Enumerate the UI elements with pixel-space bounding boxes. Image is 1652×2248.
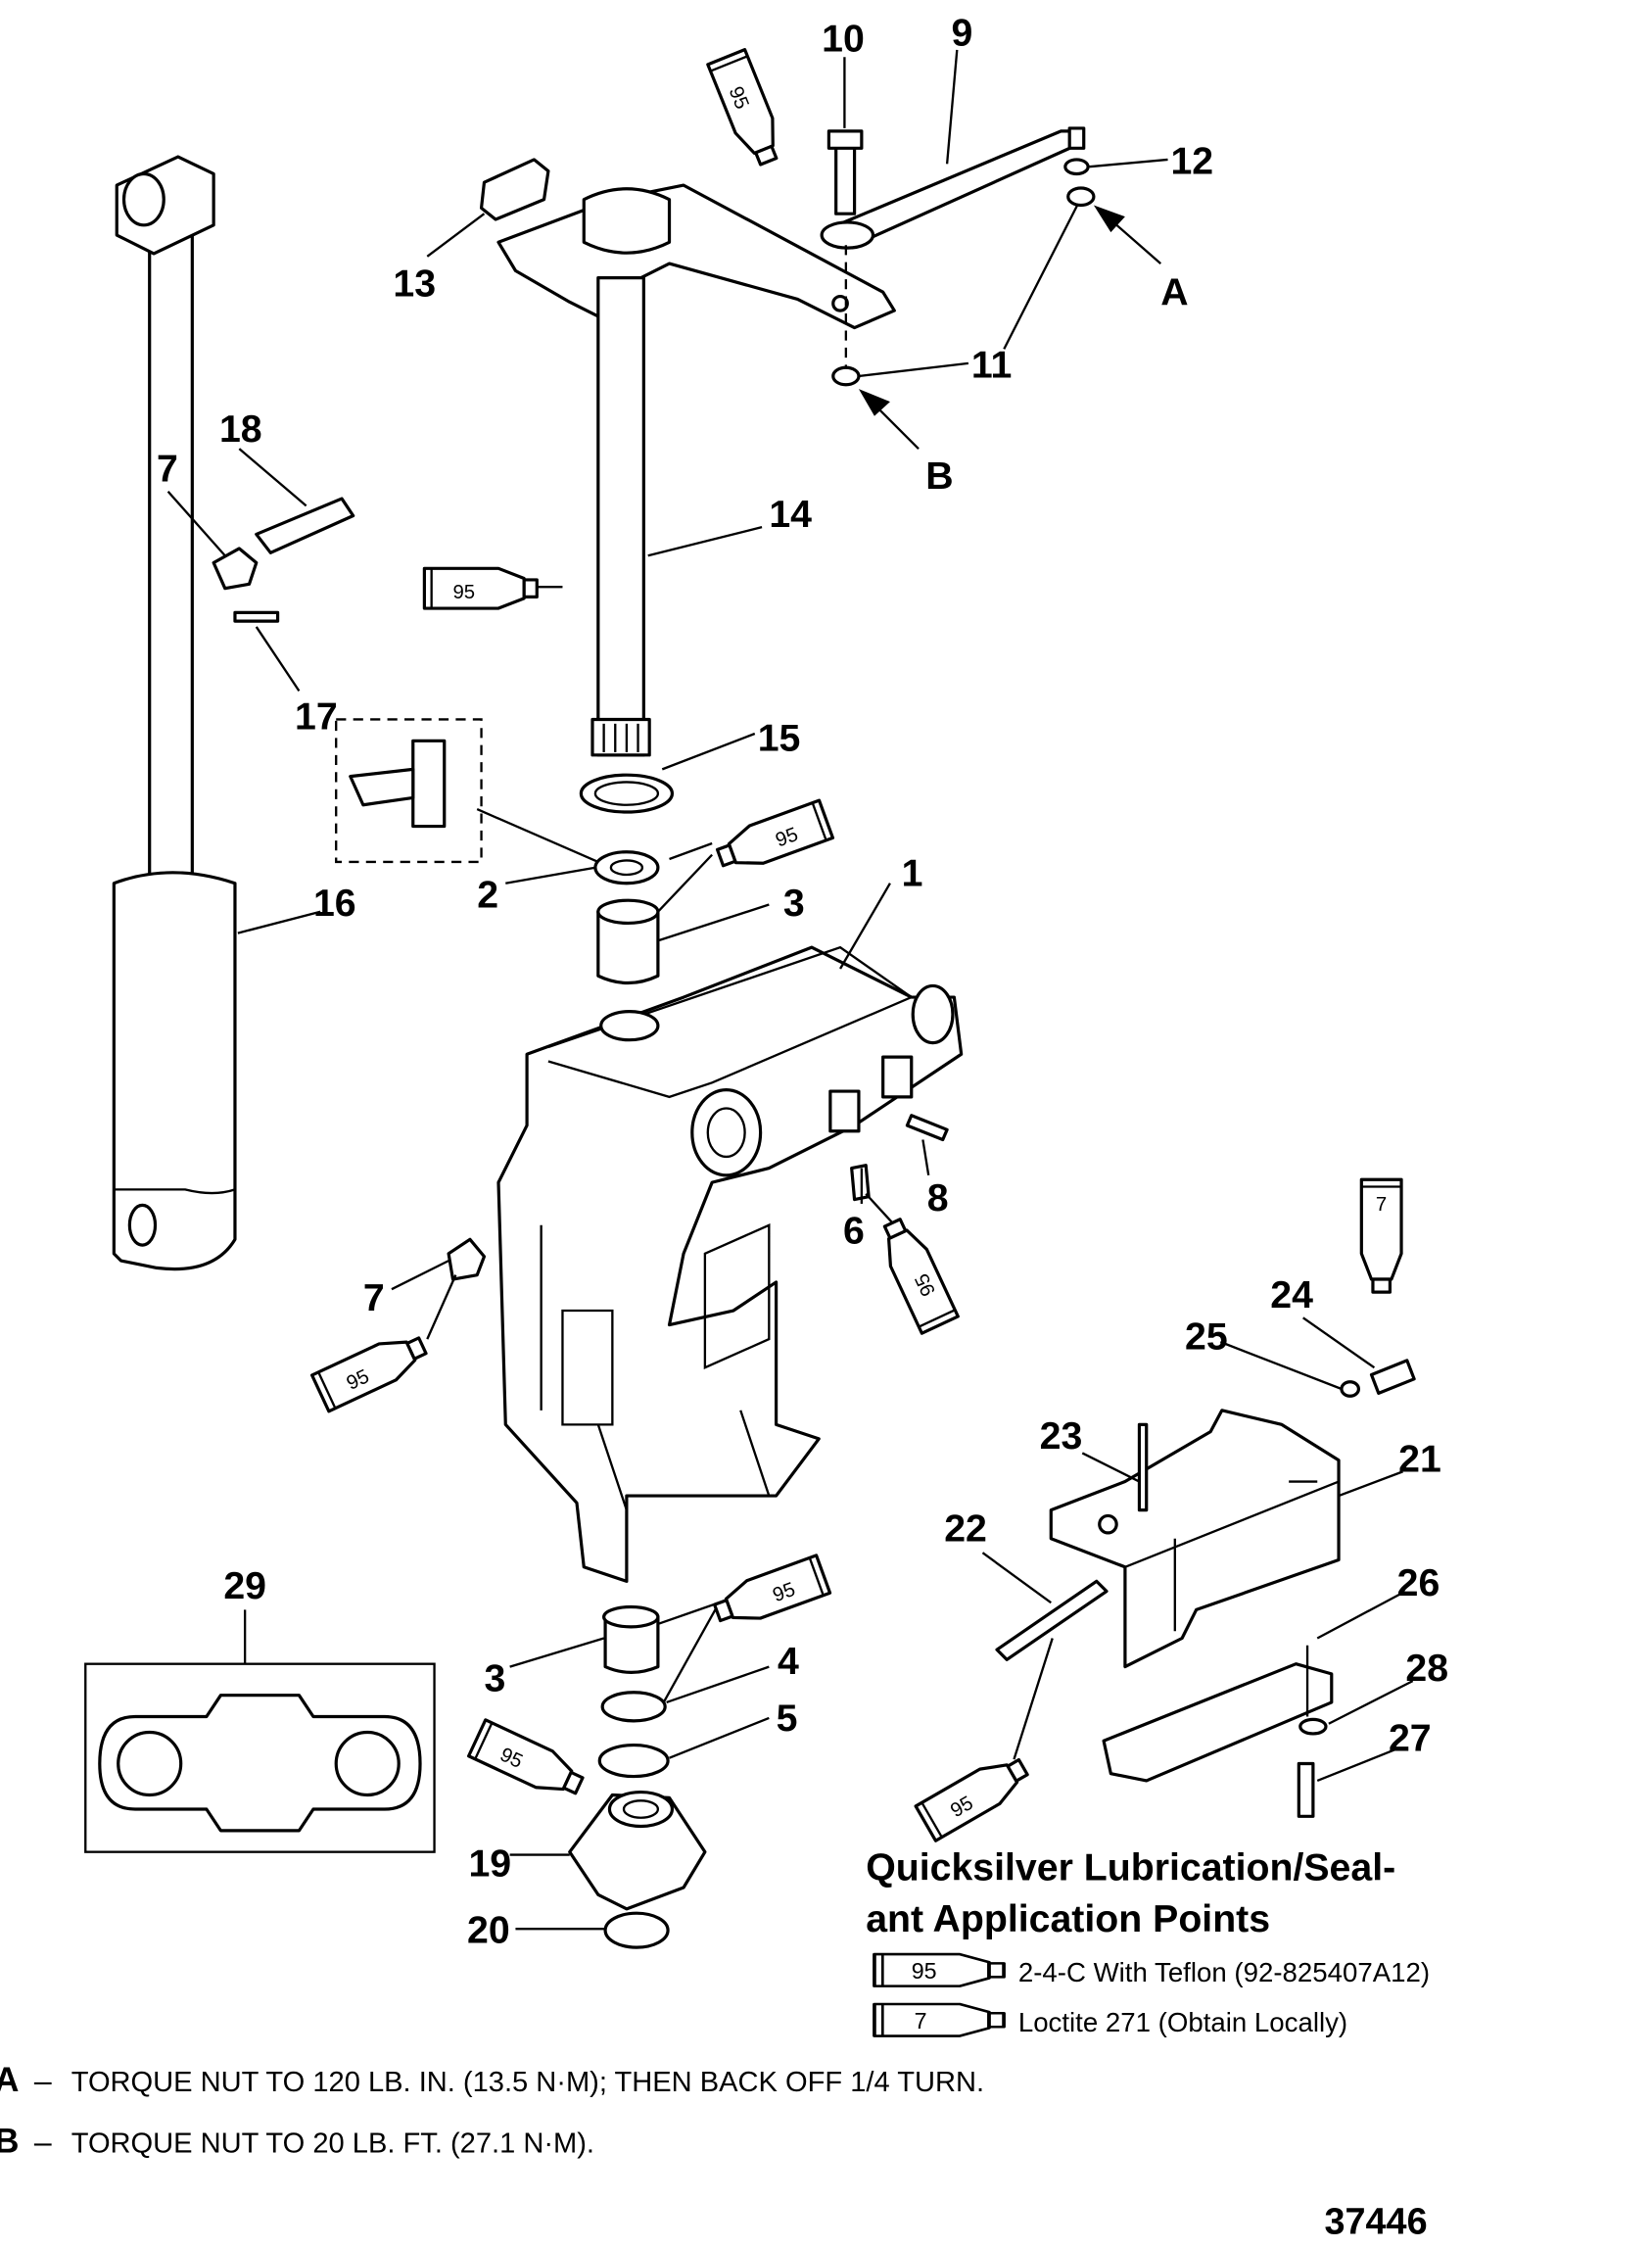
callout-12: 12 (1170, 139, 1213, 182)
arrow-a (1093, 205, 1162, 264)
callout-20: 20 (467, 1909, 510, 1952)
part-3-bushing-lower (603, 1615, 660, 1675)
part-29-gasket (84, 1662, 436, 1853)
note-b-text: TORQUE NUT TO 20 LB. FT. (27.1 N·M). (71, 2128, 594, 2160)
notes: A – TORQUE NUT TO 120 LB. IN. (13.5 N·M)… (0, 2061, 984, 2161)
part-22-pin (995, 1579, 1109, 1661)
note-a-text: TORQUE NUT TO 120 LB. IN. (13.5 N·M); TH… (71, 2067, 984, 2098)
part-28-washer (1298, 1717, 1328, 1736)
callout-26: 26 (1397, 1561, 1440, 1604)
callout-15: 15 (758, 716, 801, 759)
part-8-screw (905, 1114, 949, 1142)
callout-18: 18 (219, 407, 262, 451)
sealant-tube-icon (873, 2002, 1006, 2038)
svg-text:7: 7 (1376, 1194, 1387, 1216)
callout-28: 28 (1405, 1647, 1448, 1690)
part-5 (597, 1743, 670, 1779)
callout-21: 21 (1398, 1437, 1441, 1480)
part-11-nut-a (1066, 186, 1096, 208)
part-3-bushing-upper (596, 910, 660, 985)
arrow-b (858, 389, 920, 450)
part-15-washer (579, 773, 675, 814)
svg-text:95: 95 (452, 582, 475, 603)
callout-4: 4 (778, 1640, 799, 1683)
part-16-steering-cylinder (112, 155, 237, 1271)
legend-item-lube: 2-4-C With Teflon (92-825407A12) (1018, 1957, 1430, 1987)
svg-text:–: – (34, 2125, 52, 2160)
callout-16: 16 (313, 882, 356, 925)
note-b-key: B (0, 2123, 19, 2161)
lube-tube-icon: 95 (711, 798, 835, 879)
lube-tube-icon: 95 (422, 566, 539, 610)
callout-9: 9 (951, 12, 972, 55)
callout-b: B (925, 454, 953, 498)
callout-11: 11 (971, 343, 1013, 386)
callout-6: 6 (843, 1210, 865, 1253)
callout-labels: 10 9 12 A 11 B 13 18 7 14 17 15 2 3 1 16… (157, 12, 1448, 1952)
part-4 (600, 1691, 667, 1723)
svg-text:–: – (34, 2063, 52, 2098)
svg-text:95: 95 (912, 1958, 937, 1984)
callout-2: 2 (477, 873, 498, 916)
callout-8: 8 (927, 1176, 949, 1220)
part-23-stud (1137, 1422, 1149, 1512)
callout-1: 1 (902, 852, 923, 895)
callout-27: 27 (1389, 1716, 1432, 1759)
part-11-nut-b (831, 365, 861, 387)
svg-text:7: 7 (915, 2008, 927, 2033)
lube-tube-icon: 95 (709, 1554, 832, 1634)
detail-box (335, 718, 483, 864)
sealant-tube-icon: 7 (1359, 1177, 1403, 1294)
part-14-swivel-tube (590, 276, 651, 757)
callout-19: 19 (468, 1841, 511, 1885)
callout-10: 10 (822, 17, 865, 60)
callout-25: 25 (1185, 1315, 1228, 1358)
callout-13: 13 (393, 263, 436, 306)
callout-22: 22 (944, 1507, 987, 1551)
part-7-bushing-lower (447, 1237, 487, 1281)
callout-24: 24 (1270, 1273, 1313, 1316)
part-26-plate (1102, 1662, 1334, 1783)
lube-tube-icon: 95 (310, 1325, 433, 1413)
lube-tube-icon: 95 (466, 1718, 590, 1805)
figure-number: 37446 (1325, 2201, 1428, 2242)
callout-7-lower: 7 (363, 1276, 385, 1319)
part-21-bracket (1049, 1409, 1341, 1669)
part-13 (479, 158, 550, 221)
callout-29: 29 (223, 1564, 266, 1607)
callout-17: 17 (295, 695, 338, 739)
part-7-bushing (212, 547, 259, 591)
part-24-bolt (1369, 1359, 1416, 1395)
legend-title-line1: Quicksilver Lubrication/Seal- (866, 1846, 1395, 1889)
lube-tube-icon: 95 (706, 47, 789, 170)
part-27-bolt (1297, 1761, 1315, 1818)
part-2-seal (593, 850, 660, 885)
part-12 (1063, 158, 1090, 176)
callout-3-lower: 3 (484, 1656, 505, 1699)
callout-3: 3 (783, 882, 805, 925)
callout-23: 23 (1040, 1414, 1083, 1458)
legend: Quicksilver Lubrication/Seal- ant Applic… (866, 1846, 1430, 2038)
callout-a: A (1160, 270, 1188, 313)
lube-tube-icon: 95 (873, 1213, 960, 1335)
legend-item-sealant: Loctite 271 (Obtain Locally) (1018, 2007, 1347, 2037)
part-1-swivel-bracket (496, 945, 964, 1583)
callout-5: 5 (777, 1697, 798, 1740)
legend-title-line2: ant Application Points (866, 1897, 1270, 1940)
leader-lines (166, 49, 1414, 1931)
note-a-key: A (0, 2061, 19, 2099)
lube-tube-icon (873, 1952, 1006, 1988)
part-17-screw (233, 610, 280, 623)
lube-tube-icon: 95 (914, 1747, 1035, 1842)
part-18-pin (255, 497, 355, 554)
part-25-washer (1340, 1380, 1361, 1398)
part-20-retaining-ring (603, 1911, 670, 1949)
part-10-bolt (834, 140, 857, 215)
callout-14: 14 (769, 493, 812, 536)
callout-7: 7 (157, 448, 178, 491)
